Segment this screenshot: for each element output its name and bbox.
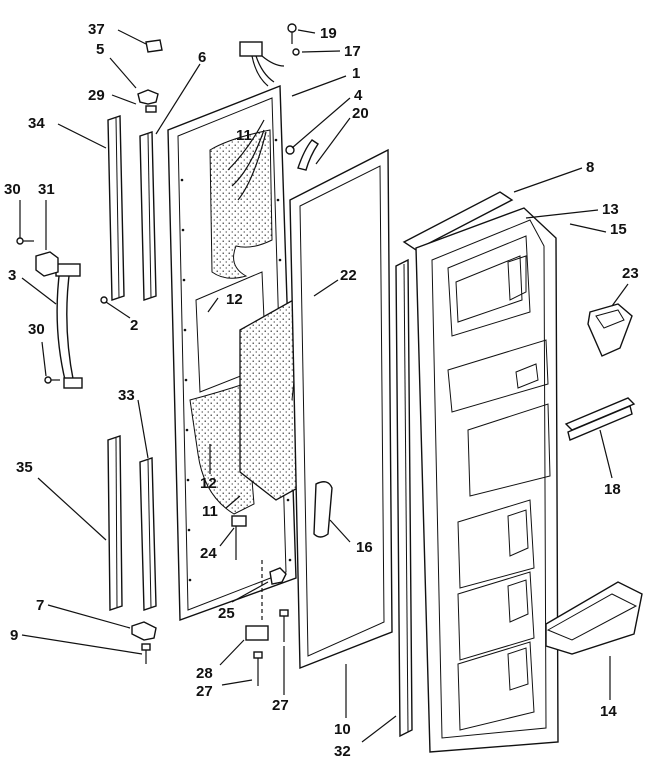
funnel-part-23 (587, 303, 633, 357)
label-2: 2 (130, 317, 138, 334)
trim-strip-35 (107, 435, 123, 611)
label-19: 19 (320, 25, 337, 42)
label-20: 20 (352, 105, 369, 122)
label-30-upper: 30 (4, 181, 21, 198)
label-33: 33 (118, 387, 135, 404)
label-22: 22 (340, 267, 357, 284)
label-17: 17 (344, 43, 361, 60)
bracket-part-31 (35, 251, 59, 277)
label-13: 13 (602, 201, 619, 218)
door-gasket-10 (289, 148, 393, 670)
label-28: 28 (196, 665, 213, 682)
door-bin-14 (545, 581, 643, 655)
label-14: 14 (600, 703, 617, 720)
label-1: 1 (352, 65, 360, 82)
label-part-37 (145, 39, 163, 53)
label-3: 3 (8, 267, 16, 284)
label-7: 7 (36, 597, 44, 614)
clip-part-5 (137, 89, 159, 113)
trim-strip-32 (395, 258, 413, 738)
label-25: 25 (218, 605, 235, 622)
screws-part-30 (16, 237, 108, 384)
door-shell-8 (402, 191, 559, 753)
label-29: 29 (88, 87, 105, 104)
label-16: 16 (356, 539, 373, 556)
trim-strip-34 (107, 115, 125, 301)
label-35: 35 (16, 459, 33, 476)
label-8: 8 (586, 159, 594, 176)
label-27-right: 27 (272, 697, 289, 714)
wire-harness-top (239, 23, 300, 87)
gasket-piece-20 (285, 139, 319, 171)
trim-strip-6-front (139, 131, 157, 301)
label-23: 23 (622, 265, 639, 282)
label-31: 31 (38, 181, 55, 198)
label-5: 5 (96, 41, 104, 58)
label-18: 18 (604, 481, 621, 498)
label-32: 32 (334, 743, 351, 760)
label-24: 24 (200, 545, 217, 562)
label-15: 15 (610, 221, 627, 238)
label-9: 9 (10, 627, 18, 644)
tube-part-16 (313, 481, 333, 538)
label-4: 4 (354, 87, 363, 104)
leader-lines (19, 29, 629, 743)
label-12-upper: 12 (226, 291, 243, 308)
trim-strip-33 (139, 457, 157, 611)
part-labels: 37 5 6 19 17 1 4 20 29 34 11 8 13 15 30 … (4, 21, 639, 760)
handle-part-3 (55, 263, 83, 389)
label-30-lower: 30 (28, 321, 45, 338)
label-12-lower: 12 (200, 475, 217, 492)
label-10: 10 (334, 721, 351, 738)
label-27-left: 27 (196, 683, 213, 700)
bottom-hardware (131, 515, 289, 686)
label-34: 34 (28, 115, 45, 132)
label-11-lower: 11 (202, 503, 218, 520)
label-37: 37 (88, 21, 105, 38)
label-11-upper: 11 (236, 127, 252, 144)
rail-part-18 (564, 397, 636, 441)
label-6: 6 (198, 49, 206, 66)
